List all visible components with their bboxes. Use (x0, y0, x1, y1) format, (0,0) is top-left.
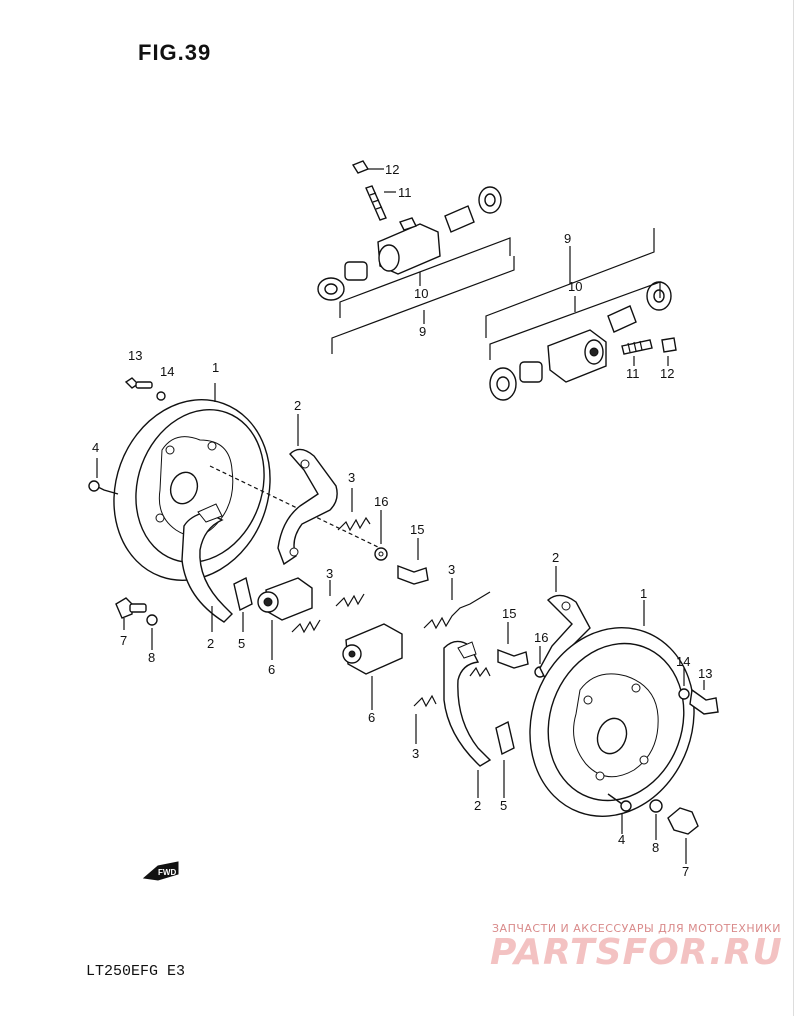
piston-right (444, 205, 475, 233)
spring-3-upper-left (337, 488, 371, 532)
bleeder-screw-lower (621, 339, 653, 355)
callout-13b: 13 (698, 666, 712, 681)
hold-pin-right (607, 793, 632, 834)
callout-7b: 7 (682, 864, 689, 879)
spring-3-lower (413, 694, 437, 744)
piston-right-2 (607, 305, 637, 333)
washer-14-left (156, 391, 166, 401)
bolt-7-right (667, 807, 699, 864)
callout-2d: 2 (552, 550, 559, 565)
callout-13: 13 (128, 348, 142, 363)
wheel-cylinder-assembly-upper (317, 160, 515, 354)
adjuster-cylinder-6-upper (257, 577, 313, 660)
spring-lower-upper (469, 666, 491, 678)
callout-1b: 1 (640, 586, 647, 601)
callout-10b: 10 (568, 279, 582, 294)
callout-3: 3 (348, 470, 355, 485)
callout-2c: 2 (474, 798, 481, 813)
callout-4: 4 (92, 440, 99, 455)
callout-16b: 16 (534, 630, 548, 645)
brake-shoe-left-lower (181, 503, 233, 632)
callout-10: 10 (414, 286, 428, 301)
adjuster-5-left (233, 576, 253, 632)
callout-14b: 14 (676, 654, 690, 669)
callout-14: 14 (160, 364, 174, 379)
callout-2b: 2 (207, 636, 214, 651)
bleeder-cap-upper (351, 160, 370, 174)
bleeder-cap-lower (661, 337, 677, 353)
callout-6b: 6 (368, 710, 375, 725)
callout-8b: 8 (652, 840, 659, 855)
washer-8-left (146, 614, 158, 650)
fwd-label: FWD (158, 868, 176, 877)
washer-16-left (374, 510, 388, 561)
callout-8: 8 (148, 650, 155, 665)
callout-9b: 9 (564, 231, 571, 246)
spring-3-mid-left (291, 580, 365, 634)
figure-title: FIG.39 (138, 40, 212, 65)
watermark-tagline: ЗАПЧАСТИ И АКСЕССУАРЫ ДЛЯ МОТОТЕХНИКИ (492, 922, 781, 935)
callout-11: 11 (398, 185, 412, 200)
watermark-brand: PARTSFOR.RU (490, 932, 783, 973)
washer-8-right (649, 799, 663, 840)
piston-left (344, 261, 368, 281)
callout-1: 1 (212, 360, 219, 375)
model-code: LT250EFG E3 (86, 963, 186, 980)
bolt-15-left (397, 538, 429, 585)
callout-6: 6 (268, 662, 275, 677)
washer-14-right (678, 668, 690, 700)
callout-3b: 3 (326, 566, 333, 581)
piston-left-2 (519, 361, 543, 383)
callout-3c: 3 (448, 562, 455, 577)
adjuster-5-right (495, 720, 515, 798)
bolt-7-left (115, 597, 147, 630)
page-edge (793, 0, 800, 1016)
callout-12: 12 (385, 162, 399, 177)
backing-plate-right (529, 600, 695, 817)
bleeder-screw-upper (365, 185, 387, 221)
brake-shoe-lower-right (443, 640, 492, 798)
callout-4b: 4 (618, 832, 625, 847)
callout-5: 5 (238, 636, 245, 651)
callout-5b: 5 (500, 798, 507, 813)
forward-arrow-icon: FWD (142, 861, 179, 881)
callout-15: 15 (410, 522, 424, 537)
callout-7: 7 (120, 633, 127, 648)
callout-2: 2 (294, 398, 301, 413)
callout-12b: 12 (660, 366, 674, 381)
callout-15b: 15 (502, 606, 516, 621)
brake-shoe-upper-right (539, 566, 591, 681)
bolt-15-right (497, 622, 529, 669)
bolt-13-right (689, 680, 719, 715)
wheel-cylinder-assembly-lower (485, 228, 677, 401)
brake-shoe-upper-left (277, 414, 338, 566)
callout-3d: 3 (412, 746, 419, 761)
callout-16: 16 (374, 494, 388, 509)
callout-9: 9 (419, 324, 426, 339)
callout-11b: 11 (626, 366, 640, 381)
adjuster-cylinder-6-lower (342, 623, 403, 710)
spring-3-mid-right (423, 578, 491, 630)
